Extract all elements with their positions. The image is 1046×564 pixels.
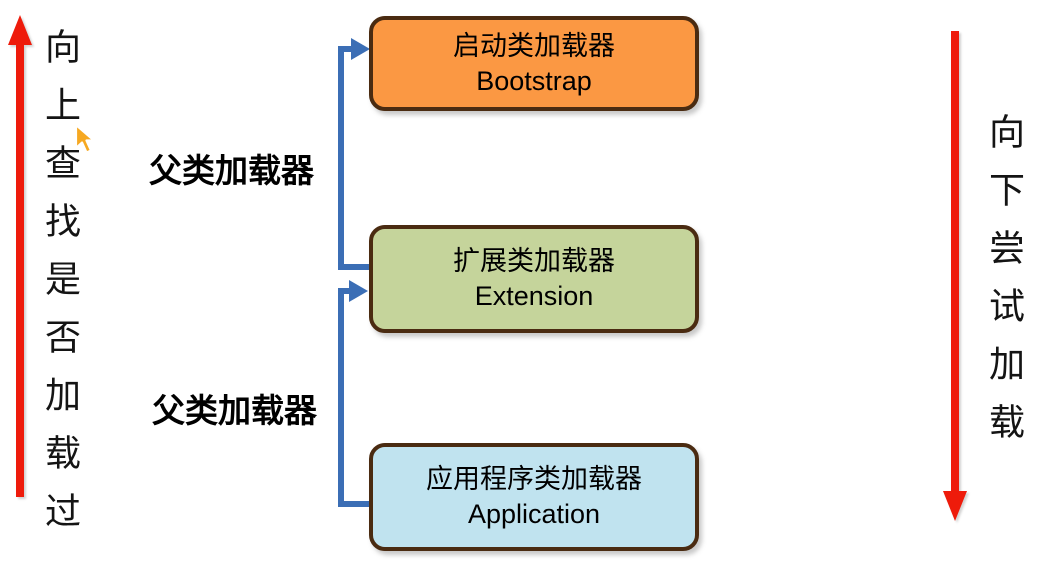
application-loader-box: 应用程序类加载器 Application [369, 443, 699, 551]
extension-loader-title-en: Extension [474, 281, 594, 311]
connector-application-to-extension [338, 280, 372, 507]
application-loader-title-en: Application [467, 499, 601, 529]
parent-loader-label-top: 父类加载器 [149, 152, 314, 189]
left-vertical-caption: 向上查找是否加载过 [40, 28, 81, 550]
extension-loader-box: 扩展类加载器 Extension [369, 225, 699, 333]
bootstrap-loader-title-en: Bootstrap [476, 65, 592, 96]
red-up-arrow [8, 15, 32, 497]
application-loader-title-zh: 应用程序类加载器 [426, 464, 642, 495]
bootstrap-loader-title-zh: 启动类加载器 [453, 30, 615, 61]
parent-loader-label-bottom: 父类加载器 [152, 392, 317, 429]
red-down-arrow [943, 31, 967, 521]
connector-extension-to-bootstrap [338, 38, 372, 270]
bootstrap-loader-box: 启动类加载器 Bootstrap [369, 16, 699, 111]
mouse-cursor-icon [74, 123, 96, 154]
right-vertical-caption: 向下尝试加载 [984, 113, 1025, 461]
extension-loader-title-zh: 扩展类加载器 [453, 246, 615, 277]
